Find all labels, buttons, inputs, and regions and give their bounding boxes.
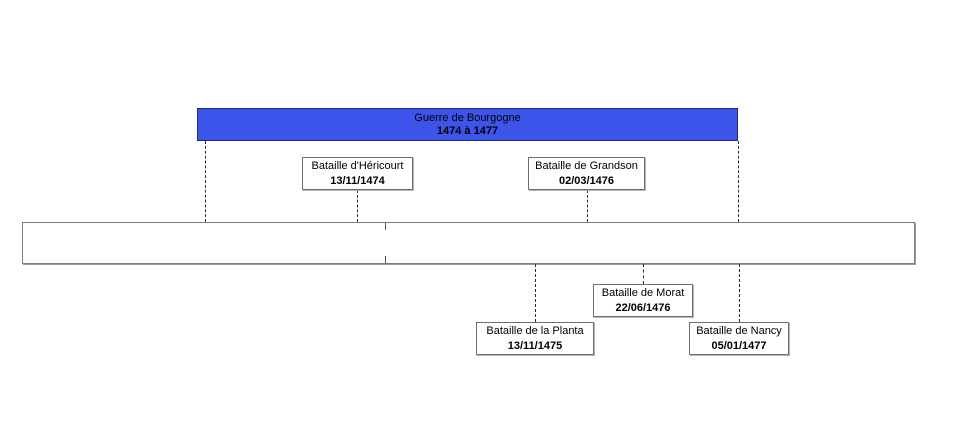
period-start-leader-line — [205, 141, 206, 222]
period-bar-guerre-de-bourgogne[interactable]: Guerre de Bourgogne 1474 à 1477 — [197, 108, 738, 141]
event-date: 13/11/1475 — [507, 339, 563, 352]
event-name: Bataille de Nancy — [696, 324, 782, 337]
period-end-leader-line — [738, 141, 739, 222]
event-leader-line — [357, 190, 358, 222]
event-box[interactable]: Bataille d'Héricourt 13/11/1474 — [302, 157, 413, 190]
event-leader-line — [739, 264, 740, 322]
event-name: Bataille d'Héricourt — [311, 159, 404, 172]
period-title: Guerre de Bourgogne — [414, 111, 521, 124]
event-name: Bataille de Morat — [601, 286, 685, 299]
event-date: 22/06/1476 — [615, 301, 671, 314]
event-leader-line — [535, 264, 536, 322]
axis-tick — [385, 256, 386, 263]
period-date-range: 1474 à 1477 — [436, 124, 499, 137]
event-leader-line — [587, 190, 588, 222]
event-leader-line — [643, 264, 644, 284]
event-date: 02/03/1476 — [558, 174, 615, 187]
event-name: Bataille de la Planta — [486, 324, 584, 337]
event-box[interactable]: Bataille de Nancy 05/01/1477 — [689, 322, 789, 355]
event-name: Bataille de Grandson — [535, 159, 638, 172]
event-box[interactable]: Bataille de Grandson 02/03/1476 — [528, 157, 645, 190]
axis-tick — [385, 223, 386, 230]
event-date: 13/11/1474 — [330, 174, 385, 187]
event-date: 05/01/1477 — [711, 339, 767, 352]
event-box[interactable]: Bataille de la Planta 13/11/1475 — [476, 322, 594, 355]
main-timeline-axis[interactable] — [22, 222, 915, 264]
event-box[interactable]: Bataille de Morat 22/06/1476 — [593, 284, 693, 317]
